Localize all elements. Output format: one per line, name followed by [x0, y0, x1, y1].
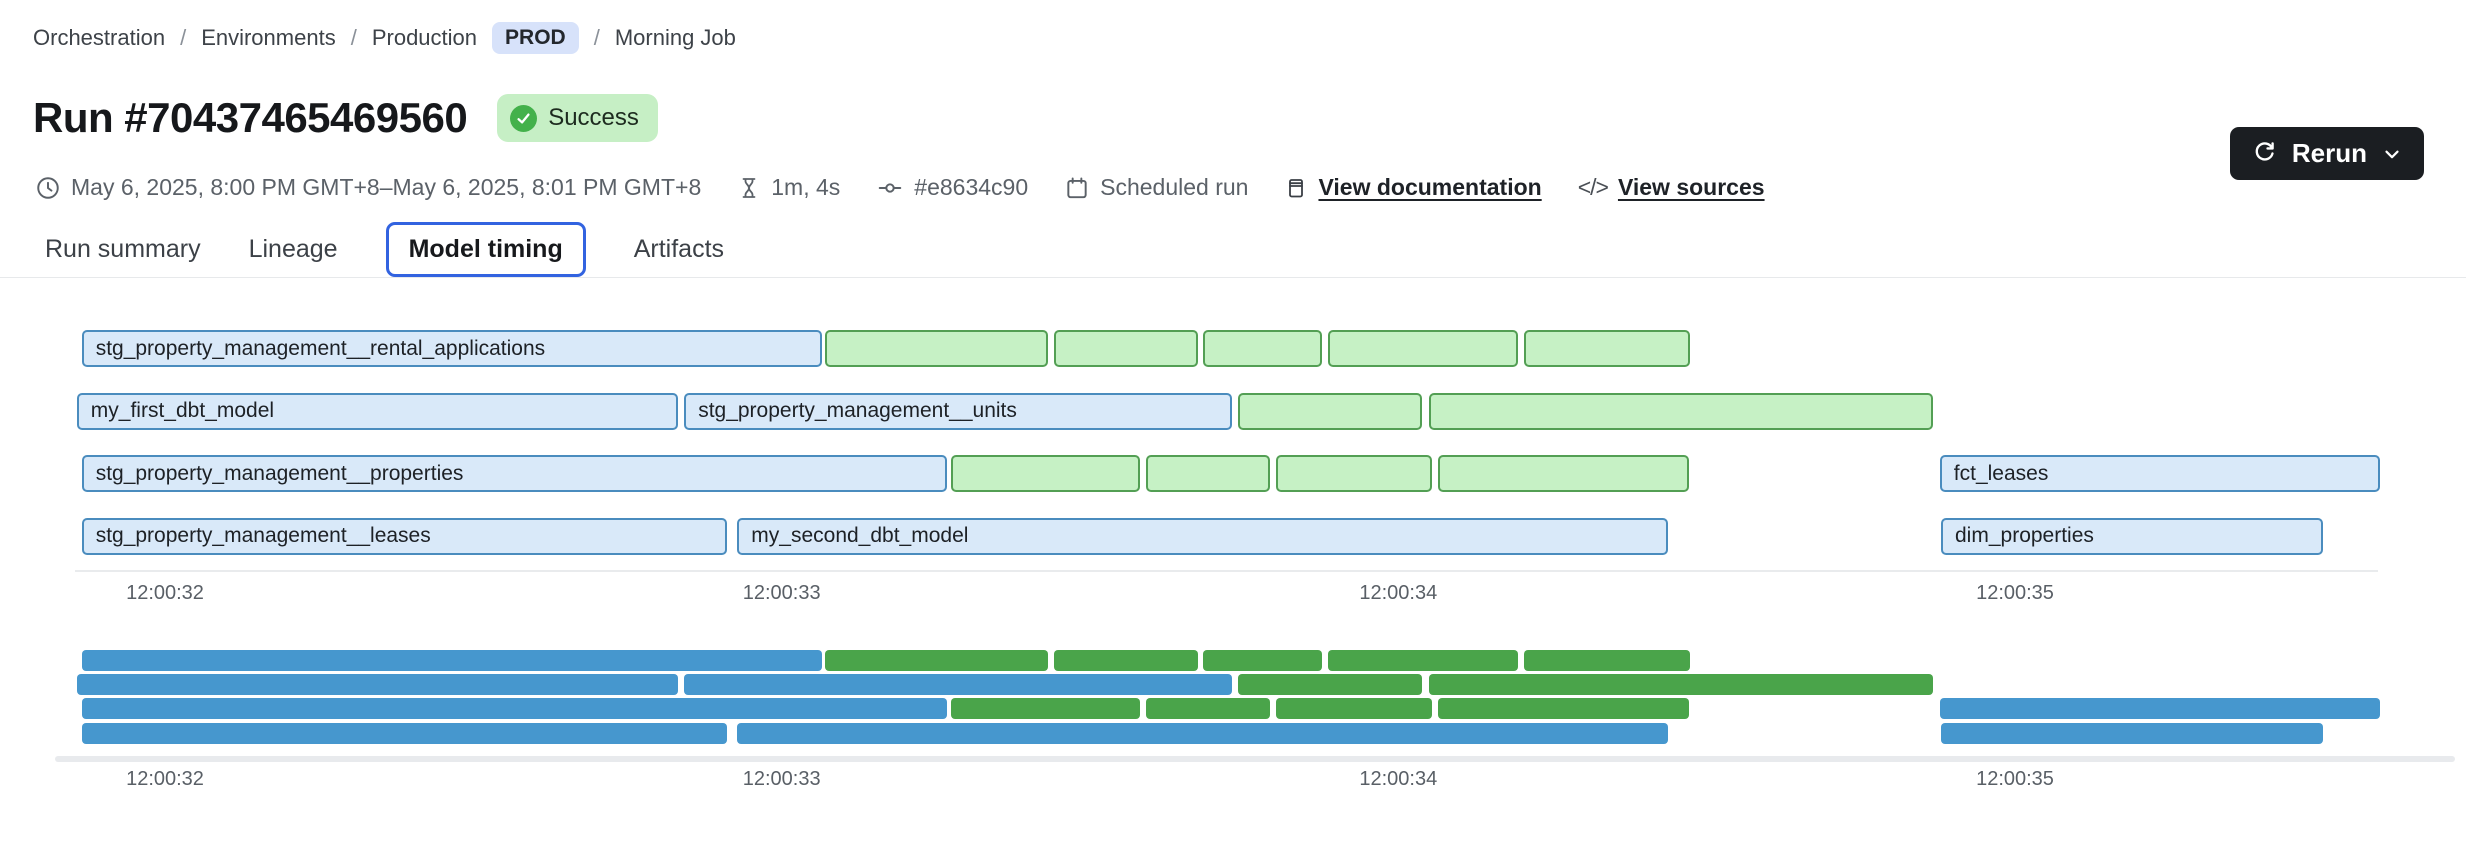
timing-bar[interactable]: stg_property_management__units: [684, 393, 1232, 430]
breadcrumb-separator: /: [351, 25, 357, 51]
status-badge: Success: [497, 94, 658, 142]
tab-artifacts[interactable]: Artifacts: [634, 223, 724, 276]
timing-bar[interactable]: dim_properties: [1941, 518, 2323, 555]
timing-bar[interactable]: fct_leases: [1940, 455, 2380, 492]
commit-sha: #e8634c90: [876, 174, 1028, 201]
timing-bar[interactable]: [1429, 393, 1933, 430]
view-sources-link-item: </> View sources: [1578, 174, 1765, 201]
minimap-bar[interactable]: [1276, 698, 1432, 719]
minimap-bar[interactable]: [77, 674, 678, 695]
timing-bar[interactable]: [1438, 455, 1689, 492]
tab-model-timing[interactable]: Model timing: [386, 222, 586, 277]
minimap-bar[interactable]: [737, 723, 1668, 744]
axis-tick-label: 12:00:35: [1976, 768, 2054, 791]
timing-bar[interactable]: my_first_dbt_model: [77, 393, 678, 430]
timing-bar[interactable]: [1238, 393, 1422, 430]
view-documentation-link-item: View documentation: [1284, 174, 1541, 201]
hourglass-icon: [737, 175, 761, 201]
timing-bar[interactable]: [951, 455, 1140, 492]
rerun-button[interactable]: Rerun: [2230, 127, 2424, 180]
run-meta: May 6, 2025, 8:00 PM GMT+8–May 6, 2025, …: [35, 174, 1765, 201]
rerun-label: Rerun: [2292, 138, 2367, 169]
minimap-bar[interactable]: [1146, 698, 1270, 719]
minimap-bar[interactable]: [1203, 650, 1322, 671]
view-sources-link[interactable]: View sources: [1618, 174, 1765, 201]
timing-bar-label: stg_property_management__rental_applicat…: [96, 337, 545, 361]
timing-bar[interactable]: [1276, 455, 1432, 492]
run-header: Run #70437465469560 Success: [33, 94, 658, 142]
git-commit-icon: [876, 175, 904, 201]
axis-tick-label: 12:00:32: [126, 768, 204, 791]
minimap-bar[interactable]: [82, 698, 947, 719]
tab-lineage[interactable]: Lineage: [249, 223, 338, 276]
timing-bar[interactable]: [1328, 330, 1518, 367]
minimap-scroll-track[interactable]: [55, 756, 2455, 762]
timing-bar-label: dim_properties: [1955, 524, 2094, 548]
run-time-range-text: May 6, 2025, 8:00 PM GMT+8–May 6, 2025, …: [71, 174, 701, 201]
run-trigger-text: Scheduled run: [1100, 174, 1248, 201]
minimap-bar[interactable]: [825, 650, 1048, 671]
minimap-bar[interactable]: [1941, 723, 2323, 744]
tabs-divider: [0, 277, 2466, 278]
timing-bar[interactable]: stg_property_management__properties: [82, 455, 947, 492]
run-time-range: May 6, 2025, 8:00 PM GMT+8–May 6, 2025, …: [35, 174, 701, 201]
timing-bar-label: stg_property_management__properties: [96, 462, 464, 486]
timing-bar[interactable]: [1524, 330, 1690, 367]
axis-tick-label: 12:00:33: [743, 582, 821, 605]
timing-bar[interactable]: stg_property_management__leases: [82, 518, 727, 555]
check-circle-icon: [510, 105, 537, 132]
breadcrumb-separator: /: [594, 25, 600, 51]
breadcrumb-orchestration[interactable]: Orchestration: [33, 25, 165, 51]
timing-bar[interactable]: [1146, 455, 1270, 492]
status-label: Success: [548, 104, 639, 132]
code-brackets-icon: </>: [1578, 174, 1608, 201]
breadcrumb-separator: /: [180, 25, 186, 51]
axis-tick-label: 12:00:35: [1976, 582, 2054, 605]
timing-bar[interactable]: [1203, 330, 1322, 367]
minimap-bar[interactable]: [1328, 650, 1518, 671]
environment-badge: PROD: [492, 22, 579, 54]
minimap-bar[interactable]: [684, 674, 1232, 695]
refresh-icon: [2251, 140, 2278, 167]
breadcrumb-current-job: Morning Job: [615, 25, 736, 51]
minimap-bar[interactable]: [82, 723, 727, 744]
document-icon: [1284, 175, 1308, 201]
run-duration: 1m, 4s: [737, 174, 840, 201]
timing-bar[interactable]: stg_property_management__rental_applicat…: [82, 330, 822, 367]
minimap-bar[interactable]: [82, 650, 822, 671]
commit-sha-text: #e8634c90: [914, 174, 1028, 201]
minimap-bar[interactable]: [1438, 698, 1689, 719]
timing-bar[interactable]: my_second_dbt_model: [737, 518, 1668, 555]
axis-tick-label: 12:00:34: [1359, 768, 1437, 791]
main-chart-baseline: [75, 570, 2378, 572]
run-tabs: Run summary Lineage Model timing Artifac…: [45, 222, 724, 277]
breadcrumb: Orchestration / Environments / Productio…: [33, 22, 736, 54]
run-duration-text: 1m, 4s: [771, 174, 840, 201]
axis-tick-label: 12:00:34: [1359, 582, 1437, 605]
timing-bar-label: fct_leases: [1954, 462, 2049, 486]
breadcrumb-environments[interactable]: Environments: [201, 25, 336, 51]
timing-bar-label: my_second_dbt_model: [751, 524, 968, 548]
minimap-bar[interactable]: [1054, 650, 1198, 671]
minimap-bar[interactable]: [1524, 650, 1690, 671]
axis-tick-label: 12:00:32: [126, 582, 204, 605]
timing-bar-label: my_first_dbt_model: [91, 399, 274, 423]
breadcrumb-production[interactable]: Production: [372, 25, 477, 51]
page-title: Run #70437465469560: [33, 94, 467, 142]
view-documentation-link[interactable]: View documentation: [1318, 174, 1541, 201]
chevron-down-icon: [2381, 143, 2403, 165]
axis-tick-label: 12:00:33: [743, 768, 821, 791]
clock-icon: [35, 175, 61, 201]
minimap-bar[interactable]: [1429, 674, 1933, 695]
timing-bar-label: stg_property_management__leases: [96, 524, 431, 548]
minimap-bar[interactable]: [1940, 698, 2380, 719]
timing-bar-label: stg_property_management__units: [698, 399, 1017, 423]
timing-bar[interactable]: [825, 330, 1048, 367]
run-trigger: Scheduled run: [1064, 174, 1248, 201]
calendar-icon: [1064, 175, 1090, 201]
tab-run-summary[interactable]: Run summary: [45, 223, 201, 276]
minimap-bar[interactable]: [951, 698, 1140, 719]
minimap-bar[interactable]: [1238, 674, 1422, 695]
timing-bar[interactable]: [1054, 330, 1198, 367]
